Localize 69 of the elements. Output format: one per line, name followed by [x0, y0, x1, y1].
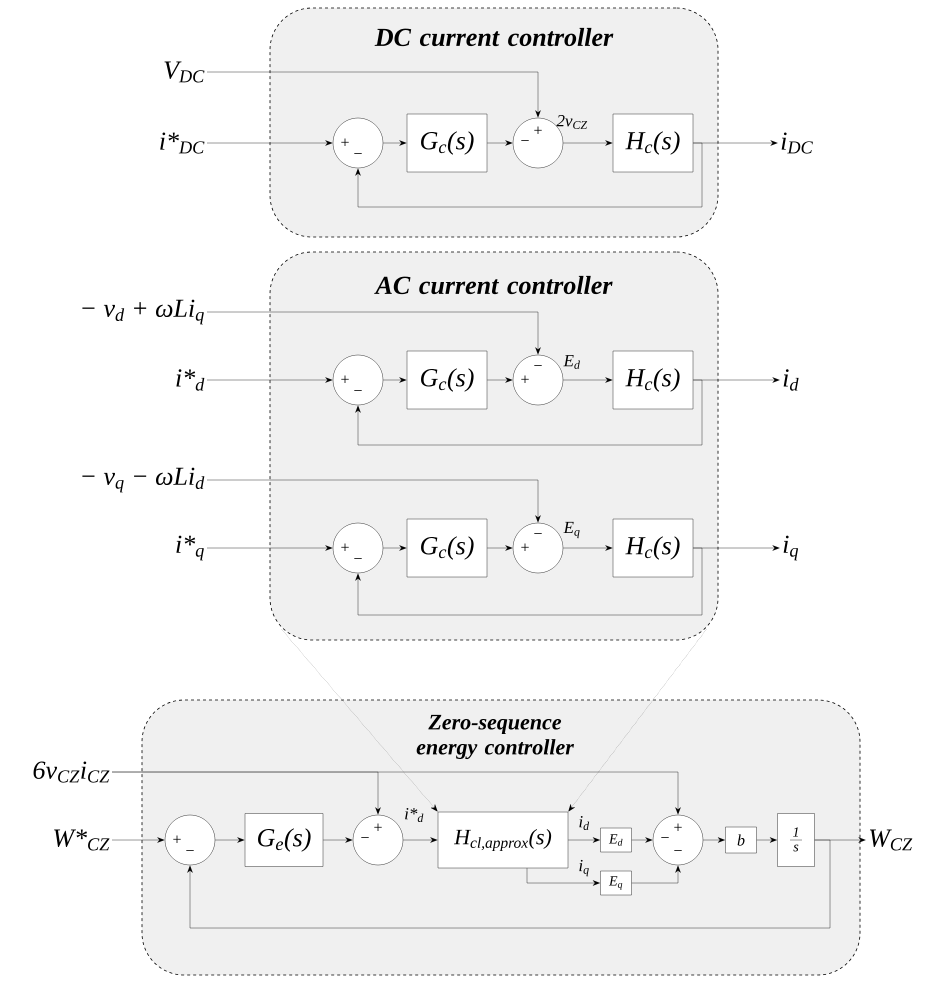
signal-arrow — [206, 140, 332, 146]
signal-arrow — [112, 772, 681, 814]
signal-arrow — [487, 377, 512, 383]
signal-arrow — [563, 545, 612, 551]
input-signal: i*$_{d}$ — [176, 369, 204, 391]
signal-arrow — [206, 72, 541, 118]
edge-label: i$_{q}$ — [579, 860, 589, 876]
integrator-block: 1 s — [777, 813, 815, 867]
signal-arrow — [632, 866, 681, 884]
transfer-block: G$_{c}$(s) — [406, 114, 488, 172]
input-signal: 6v$_{CZ}$i$_{CZ}$ — [34, 761, 110, 783]
signal-arrow — [403, 837, 438, 843]
dotted-arrow — [568, 629, 707, 812]
transfer-block: H$_{c}$(s) — [612, 350, 694, 410]
transfer-block: b — [725, 826, 757, 854]
output-signal: i$_{q}$ — [784, 536, 798, 560]
transfer-block: H$_{cl,approx}$(s) — [438, 812, 568, 868]
input-signal: − v$_{d}$ + ωLi$_{q}$ — [82, 300, 204, 324]
signal-arrow — [206, 545, 332, 551]
summing-junction: + − — [332, 522, 384, 574]
dotted-arrow — [281, 629, 438, 812]
signal-arrow — [756, 837, 777, 843]
signal-arrow — [487, 545, 512, 551]
signal-arrow — [206, 377, 332, 383]
signal-arrow — [632, 837, 652, 843]
signal-arrow — [383, 140, 406, 146]
edge-label: i$_{d}$ — [579, 816, 590, 830]
signal-arrow — [563, 140, 612, 146]
signal-arrow — [703, 837, 725, 843]
transfer-block: G$_{c}$(s) — [406, 518, 488, 578]
summing-junction: − + — [352, 814, 404, 866]
signal-arrow — [206, 480, 541, 522]
output-signal: W$_{CZ}$ — [870, 830, 912, 850]
transfer-block: E$_{d}$ — [600, 828, 632, 852]
input-signal: i*$_{DC}$ — [160, 132, 204, 154]
transfer-block: H$_{c}$(s) — [612, 114, 694, 172]
transfer-block: G$_{c}$(s) — [406, 350, 488, 410]
output-signal: i$_{DC}$ — [782, 132, 813, 154]
signal-arrow — [383, 377, 406, 383]
signal-arrow — [215, 837, 244, 843]
signal-arrow — [206, 312, 541, 354]
edge-label: E$_{q}$ — [563, 522, 580, 538]
input-signal: V$_{DC}$ — [164, 62, 204, 82]
input-signal: − v$_{q}$ − ωLi$_{d}$ — [82, 468, 204, 492]
summing-junction: + − — [332, 118, 384, 168]
edge-label: i*$_{d}$ — [405, 808, 424, 822]
signal-arrow — [355, 548, 702, 616]
transfer-block: H$_{c}$(s) — [612, 518, 694, 578]
signal-arrow — [383, 545, 406, 551]
transfer-block: G$_{e}$(s) — [244, 813, 324, 867]
input-signal: W*$_{CZ}$ — [54, 830, 110, 850]
signal-arrow — [563, 377, 612, 383]
signal-arrow — [568, 837, 600, 843]
signal-arrow — [487, 140, 512, 146]
signal-arrow — [112, 837, 164, 843]
transfer-block: E$_{q}$ — [600, 870, 632, 896]
summing-junction: + − — [164, 814, 216, 866]
signal-arrow — [355, 142, 702, 208]
summing-junction: + − — [512, 522, 564, 574]
output-signal: i$_{d}$ — [784, 369, 799, 391]
signal-arrow — [323, 837, 352, 843]
summing-junction: + − — [332, 354, 384, 406]
summing-junction: + − — [512, 354, 564, 406]
signal-arrow — [355, 380, 702, 446]
edge-label: E$_{d}$ — [563, 355, 580, 369]
signal-arrow — [526, 868, 600, 886]
signal-arrow — [187, 840, 830, 928]
summing-junction: − + − — [652, 814, 704, 866]
input-signal: i*$_{q}$ — [176, 536, 204, 560]
